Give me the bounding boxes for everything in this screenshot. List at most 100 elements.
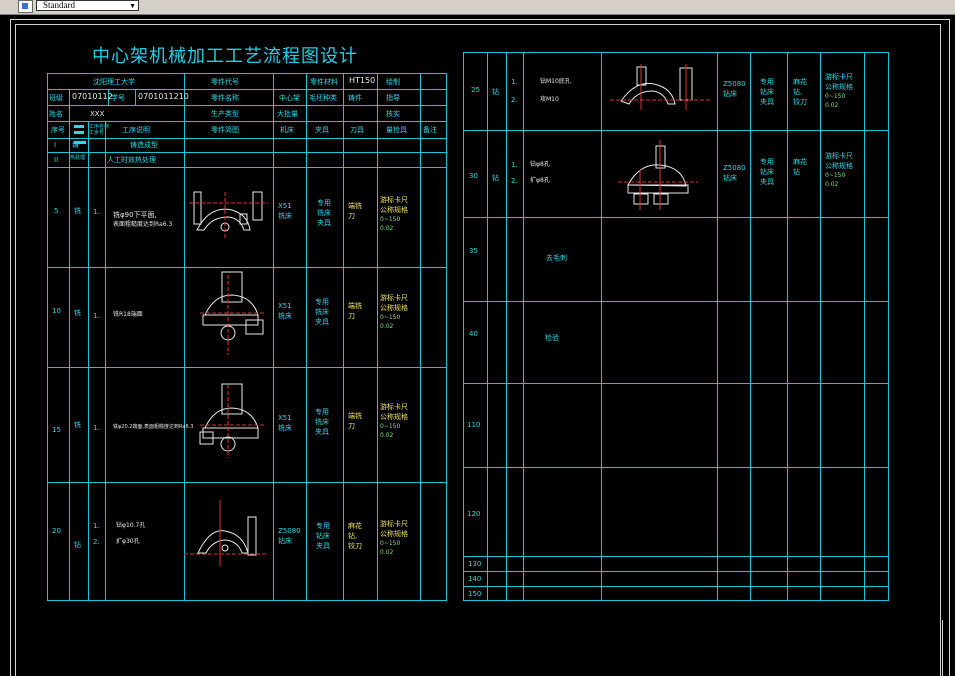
student-id-label: 学号	[111, 94, 125, 102]
part-sketch-15	[199, 383, 265, 458]
row-5-gauge1: 游标卡尺	[380, 196, 408, 204]
school-name: 沈阳理工大学	[93, 78, 135, 86]
row-30-gauge4: 0.02	[825, 181, 839, 188]
row-140-no: 140	[468, 575, 482, 583]
row-30-desc2: 扩φ8孔	[530, 177, 550, 184]
row-30-tool2: 钻	[793, 168, 800, 176]
row-20-gauge4: 0.02	[380, 549, 394, 556]
row-15-name: 铣	[74, 421, 81, 429]
row-30-fixture1: 专用	[760, 158, 774, 166]
text-style-value: Standard	[43, 0, 75, 10]
col-fixture: 夹具	[315, 126, 329, 134]
row-10-gauge1: 游标卡尺	[380, 294, 408, 302]
row-20-machine2: 钻床	[278, 537, 292, 545]
row-15-tool2: 刀	[348, 422, 355, 430]
row-20-no: 20	[52, 527, 61, 535]
row-25-fixture3: 夹具	[760, 98, 774, 106]
row-5-gauge2: 公称规格	[380, 206, 408, 214]
inner-frame	[15, 24, 941, 676]
part-name-value: 中心架	[279, 94, 300, 102]
col-process-name: 工序名称	[89, 124, 110, 130]
row-5-tool2: 刀	[348, 212, 355, 220]
student-id-value: 0701011210	[138, 92, 189, 101]
text-style-select[interactable]: Standard ▼	[36, 0, 139, 11]
production-type-value: 大批量	[277, 110, 298, 118]
row-30-fixture3: 夹具	[760, 178, 774, 186]
row-10-gauge4: 0.02	[380, 323, 394, 330]
row-5-fixture1: 专用	[317, 199, 331, 207]
row-25-machine1: Z5080	[723, 80, 746, 88]
row-5-step: 1.	[93, 208, 100, 216]
row-5-gauge4: 0.02	[380, 225, 394, 232]
row-15-machine2: 铣床	[278, 424, 292, 432]
row-40-desc: 检验	[545, 334, 559, 342]
part-name-label: 零件名称	[211, 94, 239, 102]
row-30-gauge3: 0~150	[825, 172, 846, 179]
row-I-no: I	[54, 141, 57, 149]
row-30-name: 钻	[492, 174, 499, 182]
row-20-desc1: 钻φ10.7孔	[116, 522, 146, 529]
row-35-no: 35	[469, 247, 478, 255]
row-20-step1: 1.	[93, 522, 100, 530]
row-25-step1: 1.	[511, 78, 518, 86]
row-5-tool1: 端铣	[348, 202, 362, 210]
header-marks	[74, 125, 86, 144]
row-15-fixture3: 夹具	[315, 428, 329, 436]
row-15-gauge1: 游标卡尺	[380, 403, 408, 411]
cad-toolbar: Standard ▼	[0, 0, 955, 15]
row-10-name: 铣	[74, 309, 81, 317]
row-25-no: 25	[471, 86, 480, 94]
row-10-fixture3: 夹具	[315, 318, 329, 326]
row-15-machine1: X51	[278, 414, 292, 422]
drawing-title: 中心架机械加工工艺流程图设计	[92, 46, 358, 67]
row-20-gauge2: 公称规格	[380, 530, 408, 538]
row-25-fixture1: 专用	[760, 78, 774, 86]
class-value: 07010112	[72, 92, 113, 101]
row-30-fixture2: 钻床	[760, 168, 774, 176]
row-30-machine1: Z5080	[723, 164, 746, 172]
col-desc: 工序说明	[122, 126, 150, 134]
chevron-down-icon[interactable]: ▼	[129, 2, 136, 10]
designer-label: 绘制	[386, 78, 400, 86]
part-sketch-20	[184, 500, 268, 566]
part-code-label: 零件代号	[211, 78, 239, 86]
row-25-gauge1: 游标卡尺	[825, 73, 853, 81]
row-5-gauge3: 0~150	[380, 216, 401, 223]
col-no: 序号	[51, 126, 65, 134]
row-20-desc2: 扩φ30孔	[116, 538, 140, 545]
row-10-desc1: 铣R18端面	[113, 311, 143, 318]
part-sketch-30	[618, 140, 698, 210]
row-20-tool1: 麻花	[348, 522, 362, 530]
row-10-tool2: 刀	[348, 312, 355, 320]
production-type-label: 生产类型	[211, 110, 239, 118]
row-II-name: 热处理	[70, 155, 86, 161]
row-25-tool1: 麻花	[793, 78, 807, 86]
row-150-no: 150	[468, 590, 482, 598]
row-30-no: 30	[469, 172, 478, 180]
row-130-no: 130	[468, 560, 482, 568]
row-20-fixture3: 夹具	[316, 542, 330, 550]
row-25-fixture2: 钻床	[760, 88, 774, 96]
row-25-name: 钻	[492, 88, 499, 96]
text-style-icon[interactable]	[18, 0, 33, 13]
row-20-name: 钻	[74, 541, 81, 549]
row-25-step2: 2.	[511, 96, 518, 104]
row-25-desc2: 攻M10	[540, 96, 559, 103]
row-40-no: 40	[469, 330, 478, 338]
right-table-grid	[463, 52, 889, 601]
row-30-machine2: 钻床	[723, 174, 737, 182]
row-30-step2: 2.	[511, 177, 518, 185]
row-10-step: 1.	[93, 312, 100, 320]
row-30-desc1: 钻φ8孔	[530, 161, 550, 168]
left-table-grid	[47, 73, 447, 601]
row-30-step1: 1.	[511, 161, 518, 169]
material-label: 零件材料	[310, 78, 338, 86]
frame-borders	[10, 19, 950, 676]
row-20-machine1: Z5080	[278, 527, 301, 535]
row-20-gauge3: 0~150	[380, 540, 401, 547]
blank-type-value: 铸件	[348, 94, 362, 102]
row-15-fixture1: 专用	[315, 408, 329, 416]
row-25-tool2: 钻,	[793, 88, 803, 96]
row-20-fixture2: 钻床	[316, 532, 330, 540]
